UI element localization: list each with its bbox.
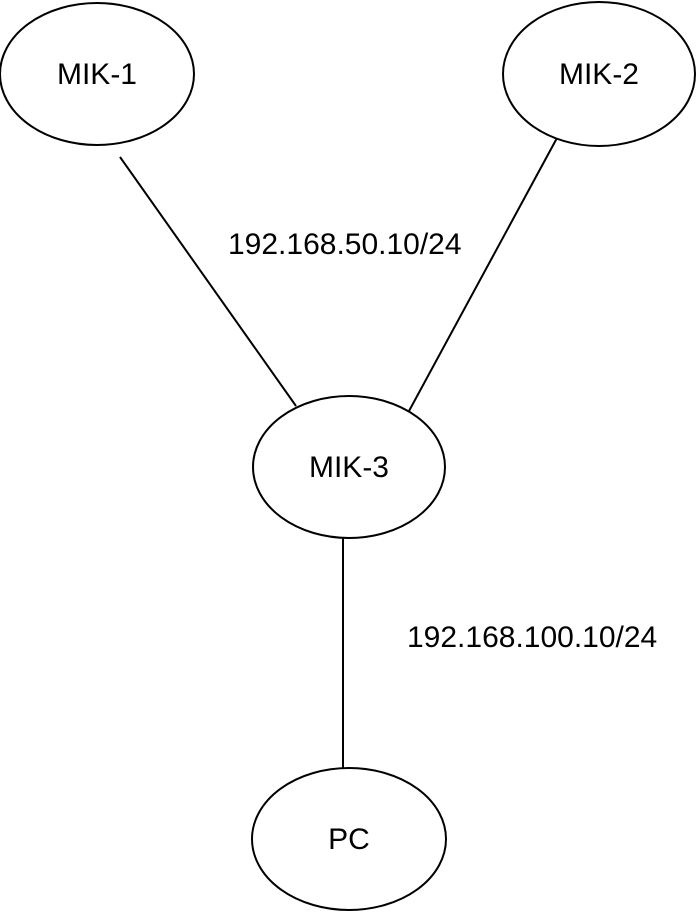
node-label-pc: PC <box>328 823 370 856</box>
node-mik-1: MIK-1 <box>0 2 195 146</box>
edge-label-ip-100: 192.168.100.10/24 <box>407 621 657 654</box>
edge-label-ip-50: 192.168.50.10/24 <box>228 228 462 261</box>
edge-mik2-mik3 <box>408 137 558 412</box>
node-label-mik-1: MIK-1 <box>57 58 137 91</box>
node-label-mik-3: MIK-3 <box>309 451 389 484</box>
edge-mik1-mik3 <box>119 156 297 407</box>
node-shape-mik-3 <box>252 395 446 539</box>
node-pc: PC <box>251 767 447 911</box>
node-mik-2: MIK-2 <box>502 1 696 147</box>
node-shape-mik-1 <box>0 2 195 146</box>
node-mik-3: MIK-3 <box>252 395 446 539</box>
node-shape-mik-2 <box>502 1 696 147</box>
node-label-mik-2: MIK-2 <box>559 58 639 91</box>
node-shape-pc <box>251 767 447 911</box>
